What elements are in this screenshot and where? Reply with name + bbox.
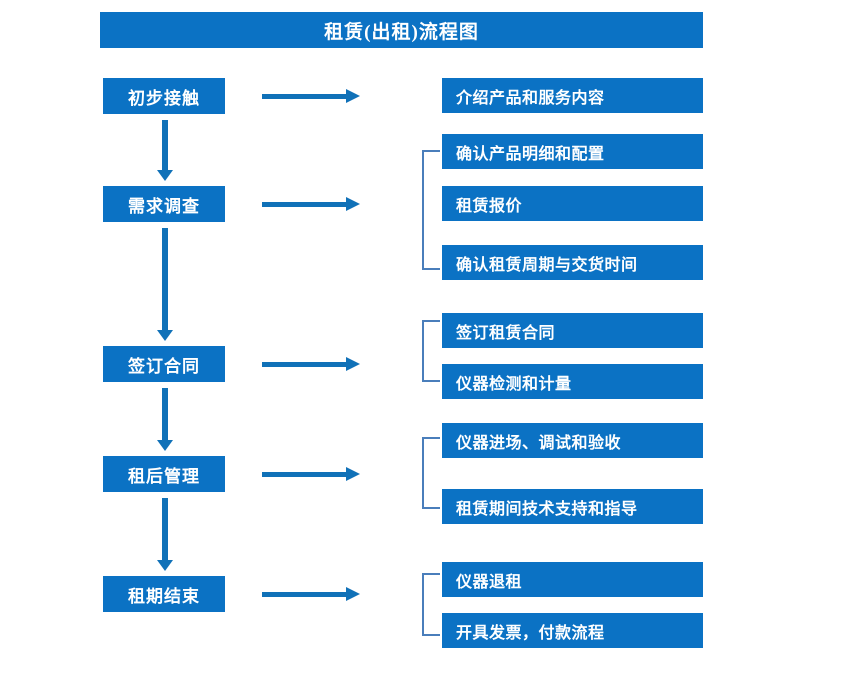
detail-box-仪器进场调试和验收[interactable]: 仪器进场、调试和验收 — [442, 423, 703, 458]
stage-box-初步接触[interactable]: 初步接触 — [103, 78, 225, 114]
horizontal-arrow-icon-3 — [262, 357, 360, 371]
diagram-title: 租赁(出租)流程图 — [100, 12, 703, 48]
detail-box-开具发票付款流程[interactable]: 开具发票，付款流程 — [442, 613, 703, 648]
horizontal-arrow-icon-4 — [262, 467, 360, 481]
group-bracket-icon-4 — [422, 437, 440, 509]
detail-box-签订租赁合同[interactable]: 签订租赁合同 — [442, 313, 703, 348]
vertical-arrow-icon-2 — [157, 228, 173, 342]
vertical-arrow-icon-1 — [157, 120, 173, 182]
detail-box-仪器检测和计量[interactable]: 仪器检测和计量 — [442, 364, 703, 399]
horizontal-arrow-icon-1 — [262, 89, 360, 103]
stage-box-签订合同[interactable]: 签订合同 — [103, 346, 225, 382]
detail-box-租赁报价[interactable]: 租赁报价 — [442, 186, 703, 221]
detail-box-确认租赁周期与交货时间[interactable]: 确认租赁周期与交货时间 — [442, 245, 703, 280]
vertical-arrow-icon-4 — [157, 498, 173, 572]
vertical-arrow-icon-3 — [157, 388, 173, 452]
group-bracket-icon-3 — [422, 320, 440, 382]
detail-box-确认产品明细和配置[interactable]: 确认产品明细和配置 — [442, 134, 703, 169]
horizontal-arrow-icon-2 — [262, 197, 360, 211]
group-bracket-icon-5 — [422, 573, 440, 636]
group-bracket-icon-2 — [422, 150, 440, 270]
stage-box-租期结束[interactable]: 租期结束 — [103, 576, 225, 612]
detail-box-仪器退租[interactable]: 仪器退租 — [442, 562, 703, 597]
stage-box-租后管理[interactable]: 租后管理 — [103, 456, 225, 492]
detail-box-租赁期间技术支持和指导[interactable]: 租赁期间技术支持和指导 — [442, 489, 703, 524]
horizontal-arrow-icon-5 — [262, 587, 360, 601]
stage-box-需求调查[interactable]: 需求调查 — [103, 186, 225, 222]
detail-box-介绍产品和服务内容[interactable]: 介绍产品和服务内容 — [442, 78, 703, 113]
